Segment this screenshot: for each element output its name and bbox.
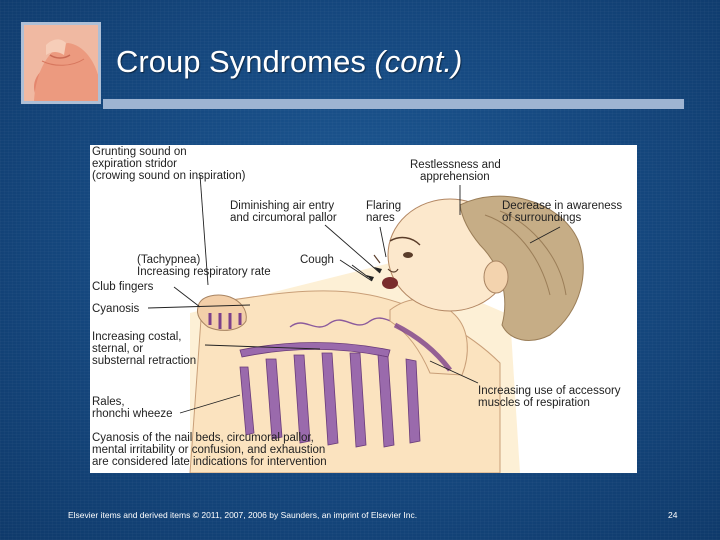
label-accessory-muscles: Increasing use of accessory muscles of r… [478,385,621,409]
copyright-footer: Elsevier items and derived items © 2011,… [68,510,418,520]
label-restlessness: Restlessness and apprehension [410,159,501,183]
label-cough: Cough [300,254,334,266]
label-flaring-nares: Flaring nares [366,200,402,224]
label-diminishing-air-entry: Diminishing air entry and circumoral pal… [230,200,337,224]
label-retraction: Increasing costal, sternal, or substerna… [92,331,197,367]
croup-illustration-figure: Grunting sound on expiration stridor (cr… [90,145,637,473]
slide-title-main: Croup Syndromes [116,44,366,79]
slide-title-suffix: (cont.) [374,44,463,79]
label-late-indications: Cyanosis of the nail beds, circumoral pa… [92,432,327,468]
child-respiratory-distress-illustration [147,174,584,473]
label-cyanosis: Cyanosis [92,303,140,315]
pregnant-woman-icon [24,25,98,101]
label-decrease-awareness: Decrease in awareness of surroundings [502,200,623,224]
label-club-fingers: Club fingers [92,281,154,293]
label-grunting: Grunting sound on expiration stridor (cr… [92,146,246,182]
mother-photo-thumbnail [21,22,101,104]
page-number: 24 [668,510,678,520]
title-underline-bar [103,99,684,109]
label-rales: Rales, rhonchi wheeze [92,396,173,420]
slide-title: Croup Syndromes (cont.) [116,44,462,80]
label-tachypnea: (Tachypnea) Increasing respiratory rate [137,254,271,278]
